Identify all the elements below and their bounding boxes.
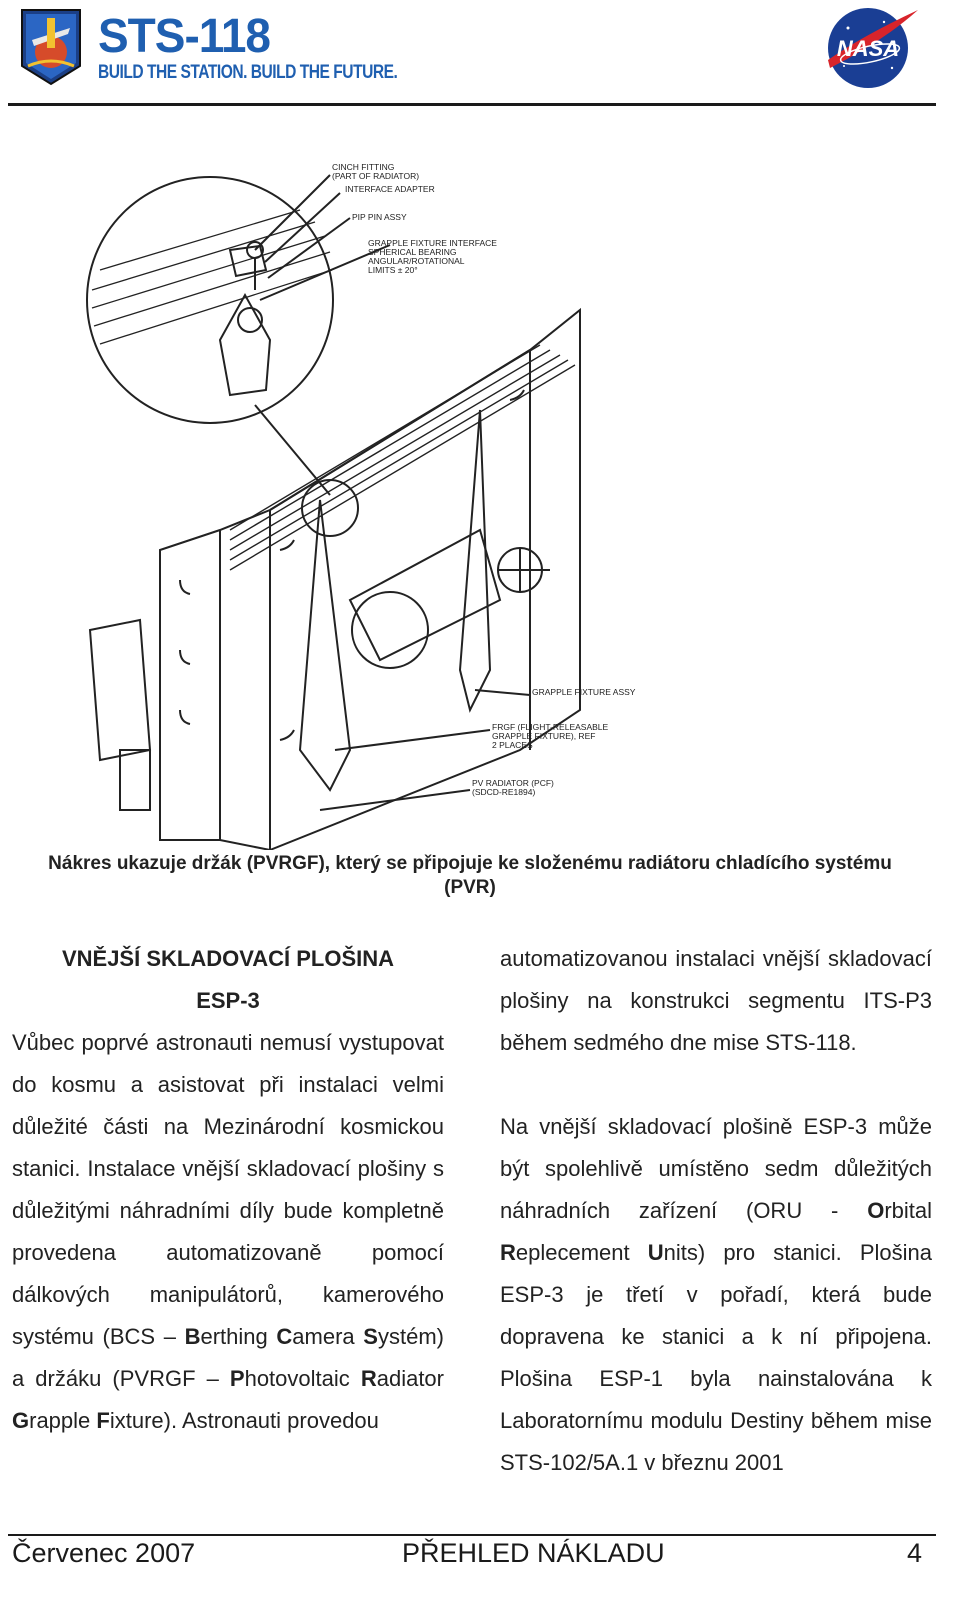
paragraph-text: adiator [376, 1366, 444, 1391]
svg-text:PV RADIATOR (PCF): PV RADIATOR (PCF) [472, 778, 554, 788]
paragraph-text: rapple [29, 1408, 97, 1433]
footer-title: PŘEHLED NÁKLADU [402, 1538, 665, 1568]
page-header: STS-118 BUILD THE STATION. BUILD THE FUT… [0, 0, 960, 110]
section-heading: VNĚJŠÍ SKLADOVACÍ PLOŠINA [61, 946, 395, 971]
paragraph-text: ixture). Astronauti provedou [109, 1408, 379, 1433]
paragraph: automatizovanou instalaci vnější skladov… [500, 946, 932, 1055]
paragraph-text: ystém) a držáku (PVRGF – [12, 1324, 444, 1391]
svg-text:GRAPPLE FIXTURE), REF: GRAPPLE FIXTURE), REF [492, 731, 595, 741]
caption-line: Nákres ukazuje držák (PVRGF), který se p… [48, 853, 892, 874]
left-column: VNĚJŠÍ SKLADOVACÍ PLOŠINA ESP-3 Vůbec po… [12, 938, 444, 1442]
page-footer: Červenec 2007 PŘEHLED NÁKLADU 4 [12, 1536, 922, 1572]
radiator-technical-drawing: CINCH FITTING (PART OF RADIATOR) INTERFA… [86, 162, 636, 850]
figure-caption: Nákres ukazuje držák (PVRGF), který se p… [10, 852, 930, 900]
svg-text:GRAPPLE FIXTURE ASSY: GRAPPLE FIXTURE ASSY [532, 687, 636, 697]
right-column: automatizovanou instalaci vnější skladov… [500, 938, 932, 1484]
svg-text:INTERFACE ADAPTER: INTERFACE ADAPTER [345, 184, 435, 194]
svg-text:(PART OF RADIATOR): (PART OF RADIATOR) [332, 171, 419, 181]
acronym-letter: C [276, 1324, 293, 1349]
svg-text:FRGF (FLIGHT-RELEASABLE: FRGF (FLIGHT-RELEASABLE [492, 722, 609, 732]
svg-text:(SDCD-RE1894): (SDCD-RE1894) [472, 787, 535, 797]
paragraph: Na vnější skladovací plošině ESP-3 může … [500, 1106, 932, 1484]
svg-text:2 PLACES: 2 PLACES [492, 740, 533, 750]
paragraph-text: erthing [200, 1324, 277, 1349]
acronym-letter: P [229, 1366, 245, 1391]
page-number: 4 [906, 1538, 922, 1568]
paragraph-text: rbital [884, 1198, 932, 1223]
acronym-letter: G [12, 1408, 30, 1433]
svg-text:NASA: NASA [837, 36, 899, 61]
paragraph: Vůbec poprvé astronauti nemusí vystupova… [12, 1022, 444, 1442]
paragraph-text: hotovoltaic [244, 1366, 361, 1391]
mission-tagline: BUILD THE STATION. BUILD THE FUTURE. [98, 62, 398, 83]
acronym-letter: R [500, 1240, 516, 1265]
paragraph-text: nits) pro stanici. Plošina ESP-3 je třet… [500, 1240, 932, 1475]
paragraph-text: Vůbec poprvé astronauti nemusí vystupova… [12, 1030, 444, 1349]
acronym-letter: R [360, 1366, 377, 1391]
mission-name: STS-118 [98, 7, 271, 63]
acronym-letter: O [867, 1198, 885, 1223]
svg-text:ANGULAR/ROTATIONAL: ANGULAR/ROTATIONAL [368, 256, 465, 266]
mission-patch-icon [21, 9, 81, 86]
paragraph-text: eplecement [515, 1240, 648, 1265]
acronym-letter: U [647, 1240, 664, 1265]
paragraph-text: Na vnější skladovací plošině ESP-3 může … [500, 1114, 932, 1223]
section-subheading: ESP-3 [196, 988, 260, 1013]
nasa-logo-icon: NASA [828, 8, 918, 88]
svg-text:LIMITS ± 20°: LIMITS ± 20° [368, 265, 418, 275]
footer-date: Červenec 2007 [12, 1538, 196, 1568]
svg-text:CINCH FITTING: CINCH FITTING [332, 162, 394, 172]
footer-rule [8, 1534, 936, 1536]
header-rule [8, 103, 936, 106]
svg-text:PIP PIN ASSY: PIP PIN ASSY [352, 212, 407, 222]
caption-line: (PVR) [444, 877, 496, 898]
svg-text:SPHERICAL BEARING: SPHERICAL BEARING [368, 247, 457, 257]
acronym-letter: B [184, 1324, 201, 1349]
paragraph-text: amera [292, 1324, 364, 1349]
acronym-letter: S [363, 1324, 378, 1349]
svg-text:GRAPPLE FIXTURE INTERFACE: GRAPPLE FIXTURE INTERFACE [368, 238, 497, 248]
acronym-letter: F [96, 1408, 110, 1433]
